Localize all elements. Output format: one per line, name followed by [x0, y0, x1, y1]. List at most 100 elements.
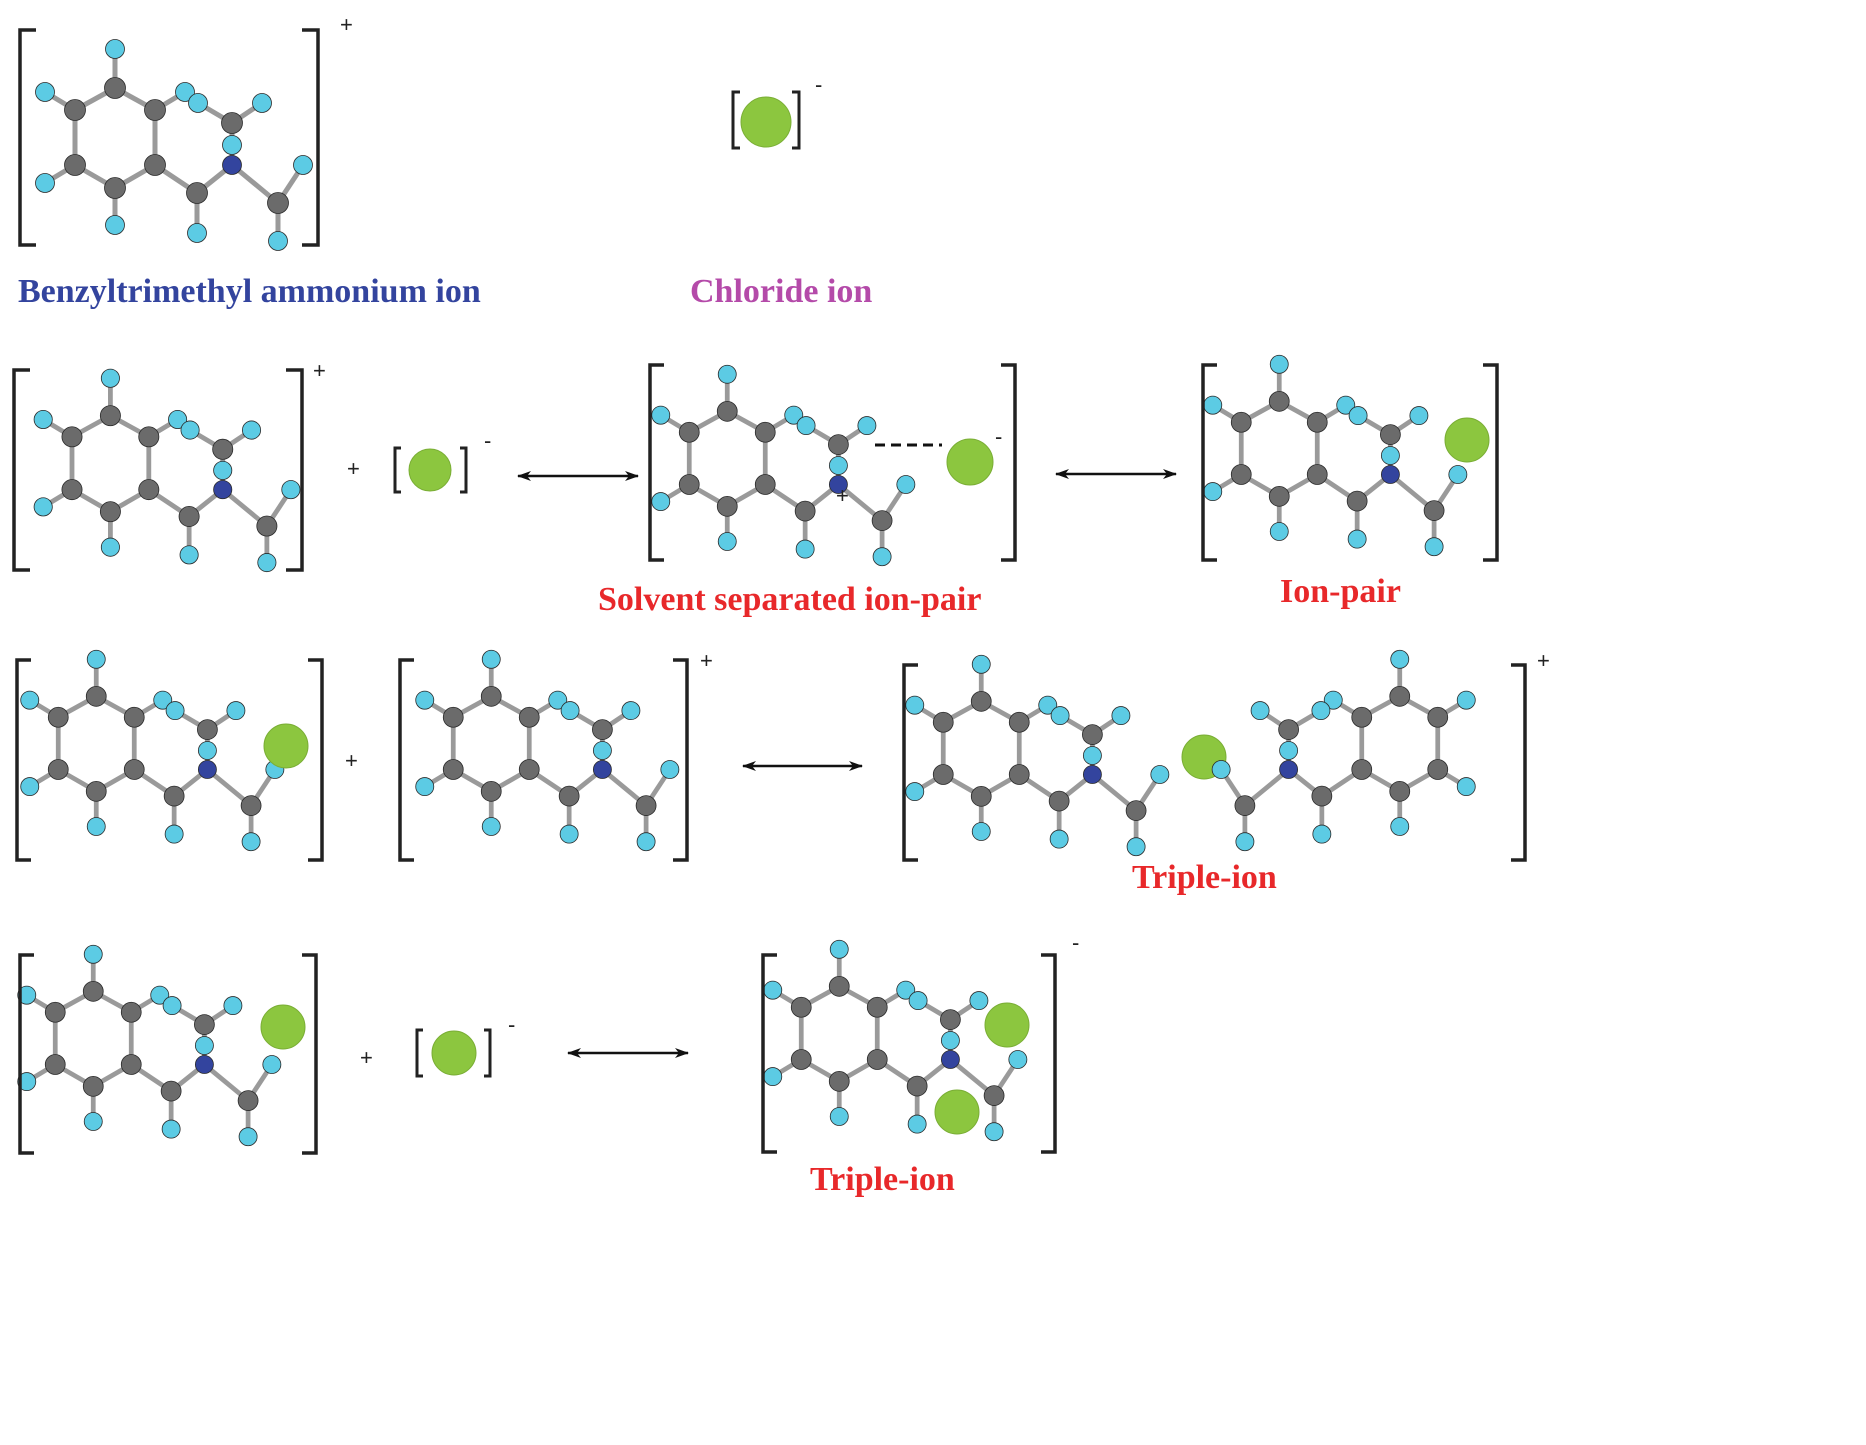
hydrogen-atom	[1250, 701, 1270, 721]
hydrogen-atom	[257, 553, 277, 573]
hydrogen-atom	[717, 364, 737, 384]
hydrogen-atom	[164, 824, 184, 844]
chlorine-sphere	[263, 723, 309, 769]
carbon-atom	[871, 510, 893, 531]
carbon-atom	[212, 438, 234, 460]
hydrogen-atom	[763, 1067, 783, 1087]
hydrogen-atom	[1050, 706, 1070, 726]
hydrogen-atom	[17, 1072, 37, 1092]
carbon-atom	[932, 711, 954, 733]
left-bracket	[18, 28, 36, 247]
hydrogen-atom	[168, 409, 188, 430]
hydrogen-atom	[153, 690, 173, 710]
carbon-atom	[970, 690, 992, 712]
hydrogen-atom	[857, 416, 877, 436]
nitrogen-atom	[1380, 465, 1400, 484]
chloride-atom	[1444, 417, 1490, 463]
ion-pair-brackets	[1201, 363, 1499, 562]
hydrogen-atom	[1448, 465, 1468, 484]
chlorine-sphere	[1444, 417, 1490, 463]
carbon-atom	[64, 99, 86, 121]
carbon-atom	[1351, 759, 1373, 780]
carbon-atom	[754, 474, 776, 495]
carbon-atom	[828, 434, 849, 455]
carbon-atom	[104, 177, 126, 199]
carbon-atom	[61, 426, 83, 448]
carbon-atom	[123, 759, 145, 780]
ion-pair-molecule	[20, 649, 285, 852]
hydrogen-atom	[828, 456, 848, 475]
carbon-atom	[138, 426, 160, 448]
hydrogen-atom	[796, 416, 816, 436]
hydrogen-atom	[829, 939, 849, 959]
hydrogen-atom	[660, 760, 680, 779]
carbon-atom	[635, 795, 657, 816]
nitrogen-atom	[1082, 765, 1102, 784]
hydrogen-atom	[281, 480, 301, 500]
chlorine-sphere	[946, 438, 994, 486]
hydrogen-atom	[1424, 537, 1444, 557]
hydrogen-atom	[105, 215, 125, 235]
carbon-atom	[1082, 724, 1103, 745]
cation-molecule	[415, 649, 680, 852]
hydrogen-atom	[1311, 701, 1331, 721]
cation-charge: +	[700, 648, 713, 673]
carbon-atom	[1278, 719, 1299, 740]
left-bracket	[15, 658, 31, 862]
hydrogen-atom	[1269, 522, 1289, 541]
hydrogen-atom	[1348, 406, 1368, 426]
left-bracket	[398, 658, 414, 862]
hydrogen-atom	[1203, 482, 1223, 502]
chlorine-sphere	[984, 1002, 1030, 1048]
hydrogen-atom	[1336, 395, 1356, 415]
benzyltrimethylammonium-molecule	[35, 39, 313, 251]
hydrogen-atom	[187, 223, 207, 243]
hydrogen-atom	[905, 782, 925, 802]
right-bracket	[302, 28, 320, 247]
cation-charge: +	[836, 483, 849, 508]
triple-ion-charge: +	[1537, 648, 1550, 673]
carbon-atom	[790, 1049, 812, 1070]
carbon-atom	[47, 706, 69, 728]
hydrogen-atom	[559, 824, 579, 844]
carbon-atom	[1268, 390, 1290, 412]
carbon-atom	[1125, 800, 1147, 821]
left-bracket	[12, 368, 30, 572]
carbon-atom	[1268, 485, 1290, 507]
triple-ion-cation-right	[1211, 649, 1476, 852]
cation-brackets	[18, 28, 320, 247]
cation-brackets	[398, 658, 689, 862]
carbon-atom	[828, 975, 850, 997]
chloride-atom	[946, 438, 994, 486]
hydrogen-atom	[1049, 829, 1069, 849]
carbon-atom	[592, 719, 613, 740]
nitrogen-atom	[828, 475, 848, 494]
anion-brackets	[393, 446, 468, 494]
chlorine-sphere	[934, 1089, 980, 1135]
hydrogen-atom	[262, 1055, 282, 1074]
row-2: + + - - + Solvent separated ion-pair Ion…	[12, 354, 1499, 618]
hydrogen-atom	[1150, 765, 1170, 784]
right-bracket	[302, 953, 318, 1155]
hydrogen-atom	[100, 537, 120, 557]
right-bracket	[308, 658, 324, 862]
carbon-atom	[754, 421, 776, 443]
hydrogen-atom	[896, 475, 916, 494]
chlorine-sphere	[408, 448, 452, 492]
hydrogen-atom	[161, 1119, 181, 1139]
hydrogen-atom	[717, 532, 737, 551]
left-bracket	[393, 446, 401, 494]
hydrogen-atom	[940, 1031, 960, 1050]
hydrogen-atom	[35, 173, 55, 193]
chlorine-sphere	[431, 1030, 477, 1076]
hydrogen-atom	[1390, 649, 1410, 669]
carbon-atom	[120, 1001, 142, 1023]
hydrogen-atom	[213, 460, 233, 480]
hydrogen-atom	[905, 695, 925, 715]
hydrogen-atom	[795, 539, 815, 559]
hydrogen-atom	[222, 135, 242, 155]
left-bracket	[731, 90, 740, 150]
nitrogen-atom	[940, 1050, 960, 1069]
ion-pair-brackets	[15, 658, 324, 862]
carbon-atom	[1389, 780, 1411, 802]
